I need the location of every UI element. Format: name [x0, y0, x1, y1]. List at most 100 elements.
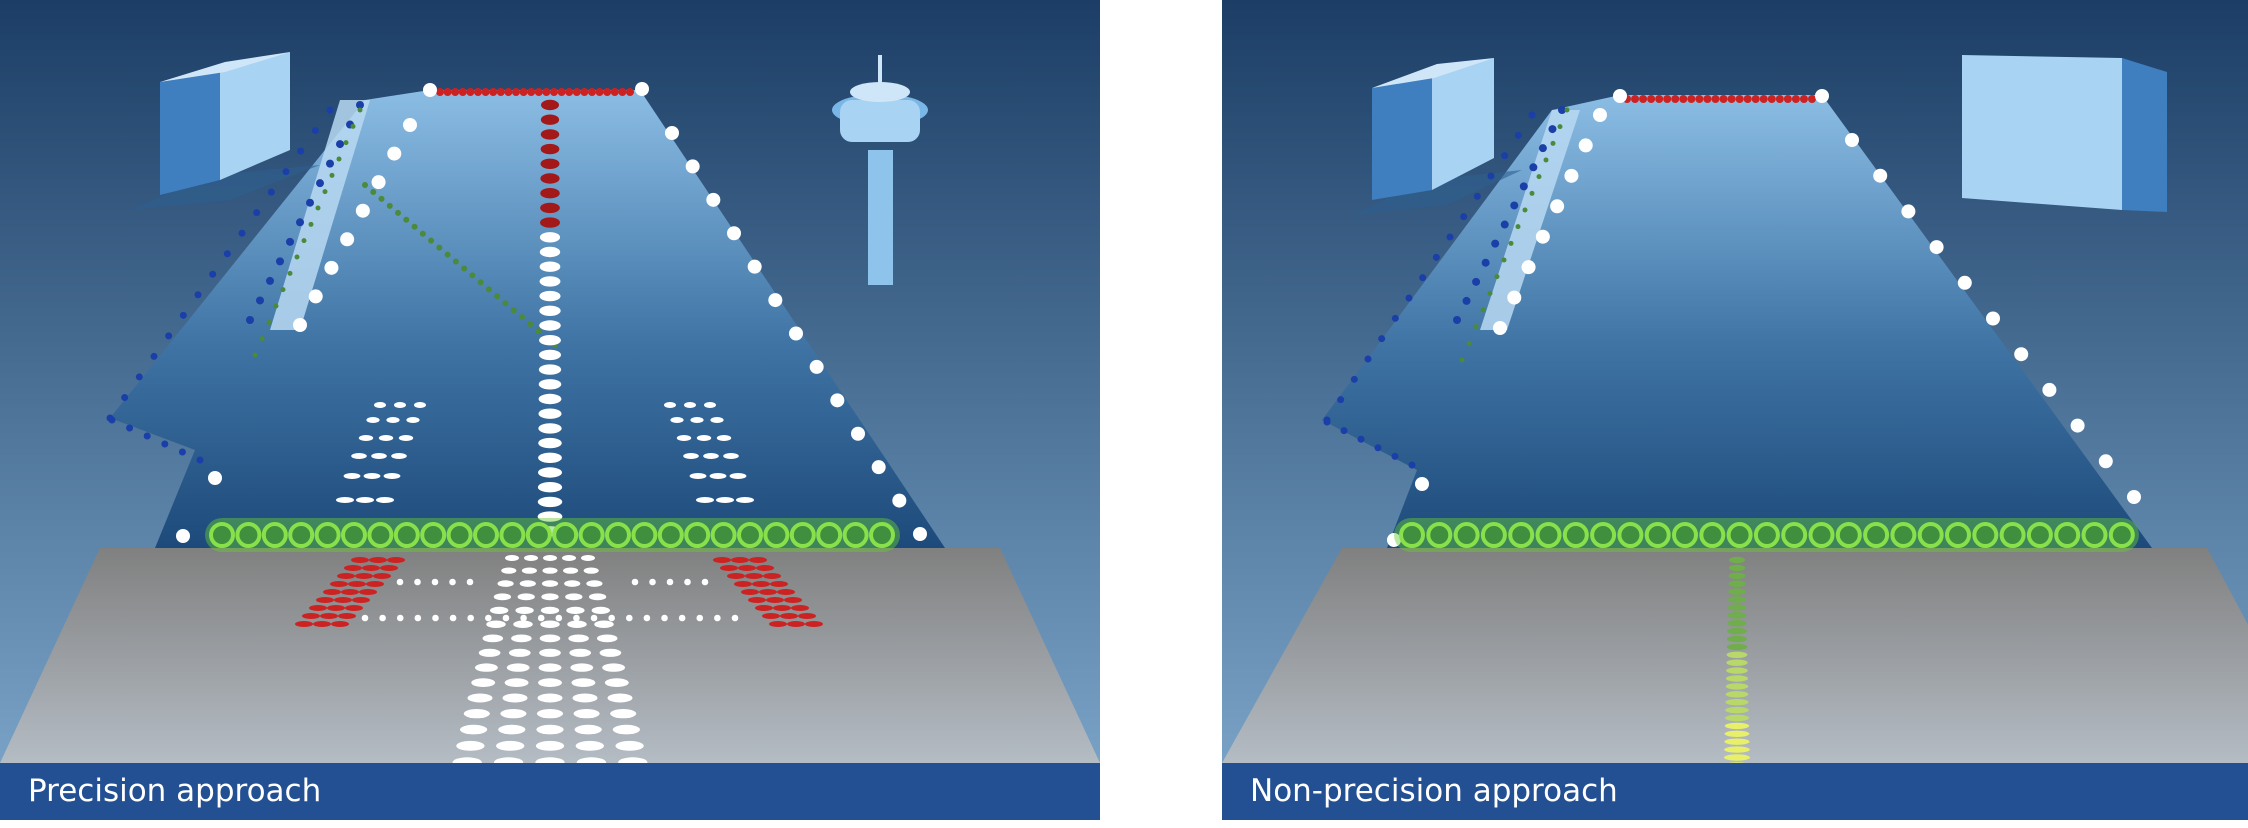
taxiway-centerline-light — [1522, 207, 1528, 213]
taxiway-centerline-light — [527, 321, 534, 328]
runway-end-light — [565, 88, 574, 96]
approach-crossbar-light — [625, 614, 633, 622]
approach-side-row-light — [337, 573, 355, 579]
approach-side-row-light — [380, 565, 398, 571]
approach-centerline-light — [1728, 588, 1746, 595]
taxiway-centerline-light — [428, 237, 435, 244]
approach-side-row-light — [331, 621, 349, 627]
approach-side-row-light — [756, 565, 774, 571]
taxiway-edge-light — [165, 332, 173, 340]
runway-end-light — [1743, 95, 1752, 103]
runway-centerline-light — [540, 158, 560, 169]
approach-light — [535, 740, 565, 751]
approach-light — [501, 567, 517, 574]
approach-centerline-light — [1728, 572, 1746, 579]
taxiway-centerline-light — [1459, 357, 1465, 363]
taxiway-edge-light — [1472, 277, 1481, 286]
approach-crossbar-light — [684, 578, 691, 586]
runway-edge-light — [208, 471, 222, 485]
approach-light — [463, 709, 490, 719]
taxiway-edge-light — [223, 250, 231, 258]
touchdown-zone-light — [709, 473, 727, 479]
runway-end-light — [527, 88, 536, 96]
approach-light — [540, 606, 560, 615]
runway-end-light — [1775, 95, 1784, 103]
runway-edge-light — [1815, 89, 1829, 103]
runway-edge-light — [2127, 490, 2141, 504]
approach-side-row-light — [362, 565, 380, 571]
approach-light — [541, 580, 559, 587]
approach-crossbar-light — [661, 614, 668, 622]
touchdown-zone-light — [690, 417, 704, 423]
runway-end-light — [481, 88, 490, 96]
approach-light — [586, 580, 603, 587]
approach-centerline-light — [1727, 604, 1747, 611]
approach-side-row-light — [373, 573, 391, 579]
approach-side-row-light — [773, 605, 791, 611]
taxiway-edge-light — [1374, 444, 1382, 452]
runway-end-light — [458, 88, 467, 96]
approach-crossbar-light — [590, 614, 598, 622]
runway-end-light — [572, 88, 581, 96]
approach-side-row-light — [748, 597, 766, 603]
approach-light — [505, 555, 519, 561]
approach-side-row-light — [762, 613, 780, 619]
taxiway-centerline-light — [259, 336, 265, 342]
touchdown-zone-light — [343, 473, 361, 479]
threshold-light — [657, 522, 684, 548]
runway-end-light — [451, 88, 460, 96]
approach-light — [537, 693, 563, 703]
approach-light — [460, 724, 488, 735]
taxiway-edge-light — [1337, 396, 1345, 404]
approach-light — [574, 724, 602, 735]
approach-light — [515, 606, 534, 615]
runway-edge-light — [1564, 168, 1579, 183]
approach-centerline-light — [1727, 620, 1747, 627]
runway-centerline-light — [539, 305, 561, 316]
approach-side-row-light — [355, 573, 373, 579]
approach-light — [504, 678, 529, 688]
taxiway-edge-light — [336, 140, 344, 149]
taxiway-edge-light — [238, 229, 246, 237]
touchdown-zone-light — [374, 402, 386, 408]
approach-side-row-light — [763, 573, 781, 579]
threshold-light — [367, 522, 394, 548]
runway-end-light — [474, 88, 482, 96]
approach-crossbar-light — [379, 614, 386, 622]
taxiway-edge-light — [1408, 461, 1416, 469]
approach-centerline-light — [1728, 564, 1746, 572]
approach-light — [475, 663, 498, 672]
approach-crossbar-light — [643, 614, 651, 622]
touchdown-zone-light — [676, 435, 692, 441]
runway-edge-light — [2014, 347, 2029, 362]
runway-edge-light — [851, 426, 865, 441]
runway-edge-light — [1387, 533, 1401, 547]
approach-light — [493, 593, 512, 601]
threshold-light — [578, 522, 605, 548]
approach-side-row-light — [752, 581, 770, 587]
approach-side-row-light — [359, 589, 377, 595]
taxiway-centerline-light — [1480, 307, 1486, 313]
approach-side-row-light — [727, 573, 745, 579]
threshold-light — [816, 522, 843, 548]
runway-end-light — [626, 88, 634, 96]
approach-crossbar-light — [502, 614, 510, 622]
approach-light — [596, 634, 618, 643]
office-building — [130, 52, 320, 210]
approach-light — [602, 663, 625, 672]
approach-crossbar-light — [467, 614, 475, 622]
taxiway-edge-light — [356, 101, 364, 109]
runway-centerline-light — [539, 246, 561, 258]
approach-light — [591, 606, 610, 615]
taxiway-edge-light — [1350, 375, 1358, 383]
taxiway-centerline-light — [1536, 174, 1542, 180]
taxiway-centerline-light — [411, 223, 418, 230]
runway-centerline-light — [539, 261, 561, 272]
approach-light — [536, 709, 564, 719]
runway-edge-light — [1901, 204, 1916, 219]
approach-crossbar-light — [449, 614, 457, 622]
threshold-light — [552, 522, 579, 548]
runway-edge-light — [423, 83, 437, 97]
approach-centerline-light — [1725, 683, 1749, 690]
approach-side-row-light — [348, 581, 366, 587]
